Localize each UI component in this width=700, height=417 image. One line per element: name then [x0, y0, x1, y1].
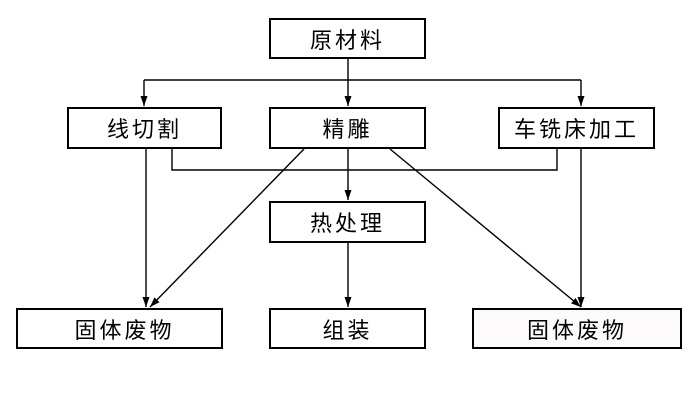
node-solid-waste-left: 固体废物: [16, 308, 223, 349]
node-machining: 车铣床加工: [498, 107, 655, 149]
node-solid-waste-right: 固体废物: [472, 308, 682, 349]
connector-bracket-wire-machining: [171, 149, 558, 171]
node-raw-material-label: 原材料: [309, 28, 385, 54]
node-assembly-label: 组装: [322, 318, 373, 344]
node-heat-treatment: 热处理: [269, 201, 426, 243]
node-wire-cutting-label: 线切割: [106, 118, 182, 143]
node-fine-carving-label: 精雕: [322, 118, 373, 143]
node-fine-carving: 精雕: [269, 107, 426, 149]
node-wire-cutting: 线切割: [67, 107, 222, 149]
arrow-fine-to-waste-left: [149, 148, 305, 308]
node-assembly: 组装: [269, 308, 426, 349]
node-raw-material: 原材料: [269, 18, 426, 59]
node-heat-treatment-label: 热处理: [309, 212, 385, 237]
node-machining-label: 车铣床加工: [513, 118, 639, 143]
node-solid-waste-left-label: 固体废物: [74, 318, 175, 344]
node-solid-waste-right-label: 固体废物: [526, 318, 627, 344]
arrow-fine-to-waste-right: [389, 148, 582, 308]
